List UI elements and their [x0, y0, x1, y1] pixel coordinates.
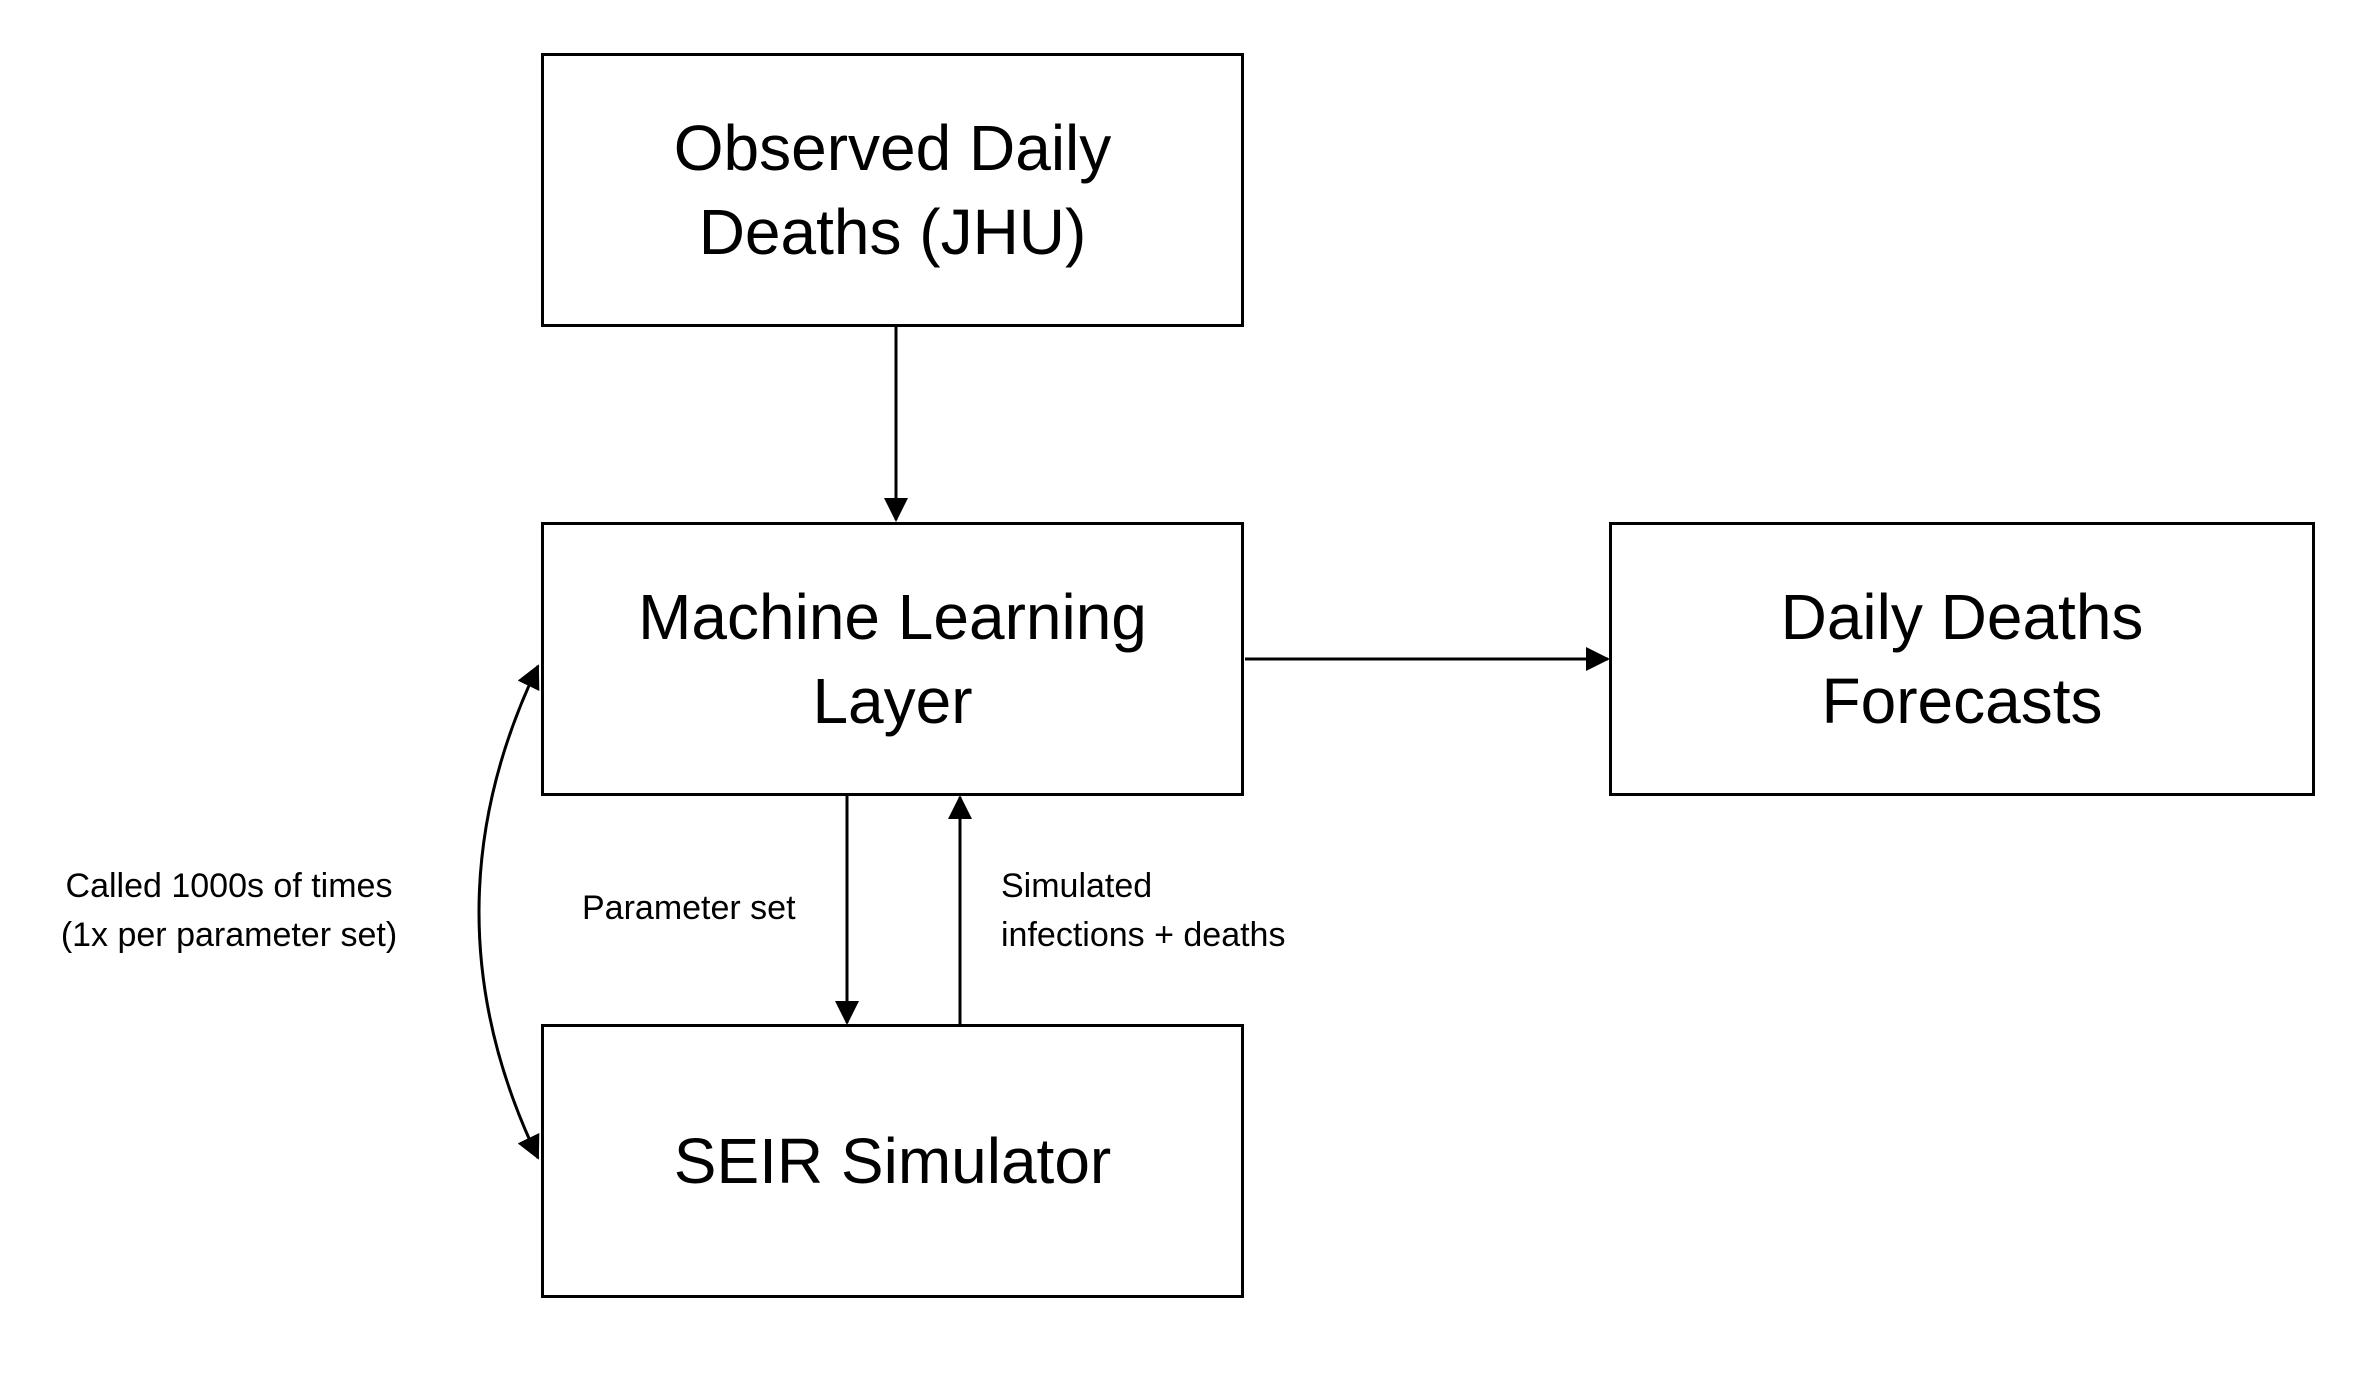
loop-arrow: [477, 664, 540, 1160]
simulated-output-label: Simulated infections + deaths: [1001, 867, 1286, 954]
parameter-set-label: Parameter set: [582, 889, 796, 927]
forecasts-label: Daily Deaths Forecasts: [1780, 581, 2144, 737]
seir-simulator-box: SEIR Simulator: [541, 1024, 1244, 1298]
observed-deaths-label: Observed Daily Deaths (JHU): [673, 112, 1112, 268]
ml-layer-box: Machine Learning Layer: [541, 522, 1244, 796]
observed-deaths-box: Observed Daily Deaths (JHU): [541, 53, 1244, 327]
ml-layer-label: Machine Learning Layer: [638, 581, 1147, 737]
seir-simulator-label: SEIR Simulator: [673, 1125, 1112, 1197]
forecasts-box: Daily Deaths Forecasts: [1609, 522, 2315, 796]
loop-label: Called 1000s of times (1x per parameter …: [60, 867, 398, 954]
